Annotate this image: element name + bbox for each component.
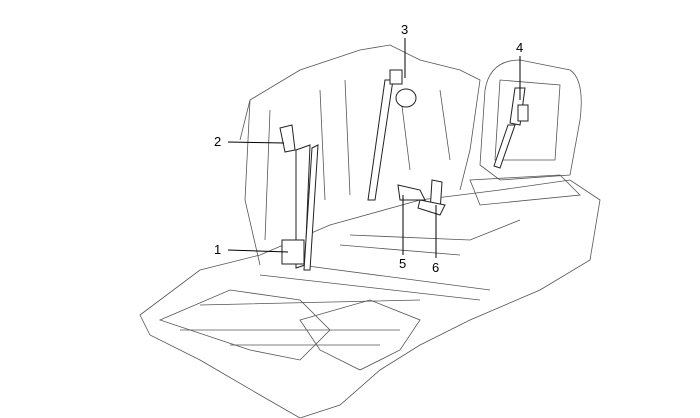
callout-6: 6 — [432, 260, 440, 275]
rear-seat — [469, 59, 582, 206]
leader-line-1 — [227, 249, 289, 253]
buckles — [397, 179, 446, 216]
front-seat-belt — [279, 124, 319, 271]
side-body — [239, 44, 481, 266]
callout-2: 2 — [214, 134, 222, 149]
floor-pan — [139, 179, 601, 418]
callout-4: 4 — [516, 40, 524, 55]
callout-1: 1 — [214, 242, 222, 257]
leader-lines — [227, 38, 521, 258]
callout-3: 3 — [401, 22, 409, 37]
rear-seat-belt-right — [493, 87, 529, 169]
callout-5: 5 — [399, 256, 407, 271]
leader-line-2 — [227, 141, 285, 144]
rear-seat-belt-left — [367, 69, 417, 201]
